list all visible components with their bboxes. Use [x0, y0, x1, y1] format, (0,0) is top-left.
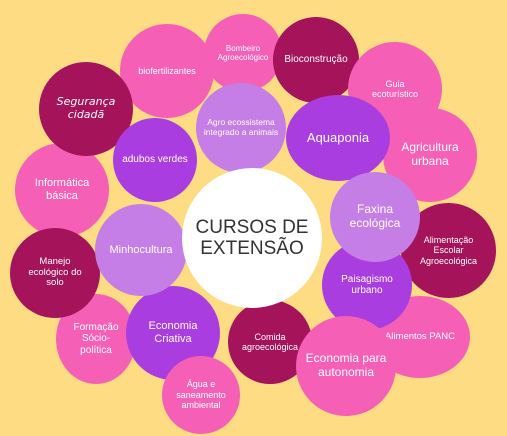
course-bubble-bioconstrucao: Bioconstrução [273, 17, 359, 103]
course-label: Bioconstrução [284, 54, 348, 66]
course-bubble-agricultura-urbana: Agricultura urbana [383, 108, 477, 202]
course-bubble-faxina-ecologica: Faxina ecológica [330, 172, 420, 262]
course-label: adubos verdes [122, 154, 188, 166]
course-label: Segurança cidadã [56, 95, 116, 121]
course-label: Formação Sócio-política [73, 321, 119, 356]
course-label: Alimentação Escolar Agroecológica [419, 234, 478, 266]
course-label: Economia Criativa [148, 320, 198, 345]
course-label: Faxina ecológica [349, 202, 401, 230]
course-bubble-aquaponia: Aquaponia [286, 95, 390, 181]
course-label: Agro ecossistema integrado a animais [203, 117, 279, 137]
course-bubble-manejo-solo: Manejo ecológico do solo [10, 228, 100, 318]
course-label: Economia para autonomia [305, 351, 387, 379]
course-bubble-agroecossistema: Agro ecossistema integrado a animais [196, 83, 286, 173]
course-bubble-agua-saneamento: Água e saneamento ambiental [162, 356, 240, 434]
course-bubble-economia-criativa: Economia Criativa [126, 286, 220, 380]
course-label: Paisagismo urbano [341, 273, 393, 297]
course-bubble-minhocultura: Minhocultura [95, 204, 187, 296]
course-label: Guia ecoturístico [371, 78, 419, 99]
course-bubble-adubos-verdes: adubos verdes [113, 118, 197, 202]
course-bubble-comida-agroecologica: Comida agroecológica [228, 300, 312, 384]
course-bubble-bombeiro-agroecologico: Bombeiro Agroecológico [204, 14, 282, 92]
course-label: Alimentos PANC [384, 330, 456, 342]
course-bubble-informatica-basica: Informática básica [15, 143, 109, 237]
center-circle: CURSOS DE EXTENSÃO [182, 168, 322, 308]
course-label: Aquaponia [306, 129, 370, 145]
course-label: Água e saneamento ambiental [176, 379, 226, 411]
course-label: Bombeiro Agroecológico [217, 43, 269, 62]
course-bubble-biofertilizantes: biofertilizantes [120, 24, 214, 118]
course-label: Manejo ecológico do solo [28, 255, 82, 289]
course-label: Informática básica [34, 177, 90, 202]
course-label: Agricultura urbana [401, 140, 459, 168]
course-label: Minhocultura [109, 243, 173, 256]
course-label: biofertilizantes [138, 65, 196, 76]
course-bubble-economia-autonomia: Economia para autonomia [296, 316, 396, 416]
course-label: Comida agroecológica [241, 331, 299, 352]
center-title: CURSOS DE EXTENSÃO [195, 216, 309, 259]
